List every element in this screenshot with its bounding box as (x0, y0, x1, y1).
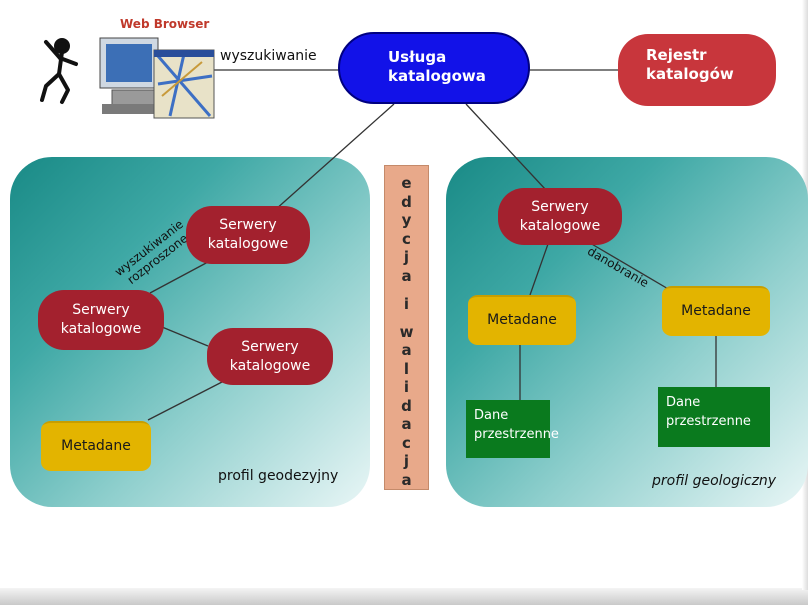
edit-validate-char: a (401, 266, 412, 285)
spatial-data-line2: przestrzenne (474, 427, 559, 442)
edit-validate-char: d (401, 192, 412, 211)
web-browser-label: Web Browser (120, 17, 210, 31)
line-right-server-meta1 (529, 243, 549, 296)
edit-validate-char: d (401, 396, 412, 415)
spatial-data-line2: przestrzenne (666, 414, 751, 429)
catalog-service-line2: katalogowa (388, 67, 486, 85)
edit-validate-bar: e d y c j a i w a l i d a c j a (384, 165, 429, 490)
running-person-icon (40, 38, 78, 104)
line-service-right-server (465, 103, 547, 191)
spatial-data-line1: Dane (474, 408, 509, 423)
edit-validate-char: w (399, 322, 414, 341)
catalog-server-node: Serwery katalogowe (186, 206, 310, 264)
catalog-server-node: Serwery katalogowe (38, 290, 164, 350)
edit-validate-char: a (401, 470, 412, 489)
spatial-data-node: Dane przestrzenne (658, 387, 770, 447)
server-line2: katalogowe (207, 236, 289, 252)
spatial-data-line1: Dane (666, 395, 701, 410)
catalog-service-node: Usługa katalogowa (338, 32, 530, 104)
line-service-left-server (274, 103, 395, 211)
metadata-node: Metadane (41, 421, 151, 471)
catalog-server-node: Serwery katalogowe (498, 188, 622, 245)
profile-label: profil geodezyjny (218, 468, 339, 484)
catalog-registry-line1: Rejestr (646, 46, 707, 64)
line-left-server-top-mid (149, 261, 209, 294)
bottom-shadow (0, 588, 808, 605)
catalog-registry-node: Rejestr katalogów (618, 34, 776, 106)
server-line2: katalogowe (60, 321, 142, 337)
edit-validate-char: l (403, 359, 410, 378)
line-right-server-meta2 (589, 242, 671, 291)
edit-validate-char: a (401, 341, 412, 359)
server-line1: Serwery (219, 217, 277, 233)
edit-validate-char: j (403, 248, 410, 266)
computer-with-map-icon (99, 37, 215, 119)
line-left-server-mid-low (161, 326, 209, 347)
line-left-server-low-meta (147, 381, 223, 421)
server-line1: Serwery (531, 198, 589, 215)
profile-label: profil geologiczny (652, 473, 777, 489)
edit-validate-char: c (402, 229, 411, 248)
edit-validate-char: i (403, 294, 410, 313)
edit-validate-char: c (402, 433, 411, 452)
metadata-node: Metadane (662, 286, 770, 336)
spatial-data-node: Dane przestrzenne (466, 400, 559, 458)
edit-validate-char: a (401, 415, 412, 433)
server-line2: katalogowe (519, 217, 601, 234)
server-line1: Serwery (241, 338, 299, 355)
catalog-registry-line2: katalogów (646, 65, 734, 83)
edit-validate-char: e (401, 174, 412, 192)
edit-validate-char: y (401, 211, 412, 229)
server-line2: katalogowe (229, 357, 311, 374)
edit-validate-char: i (403, 378, 410, 396)
edit-validate-char: j (403, 452, 410, 470)
metadata-node: Metadane (468, 295, 576, 345)
catalog-service-line1: Usługa (388, 48, 447, 66)
server-line1: Serwery (72, 302, 130, 318)
search-label: wyszukiwanie (220, 48, 317, 64)
catalog-server-node: Serwery katalogowe (207, 328, 333, 385)
